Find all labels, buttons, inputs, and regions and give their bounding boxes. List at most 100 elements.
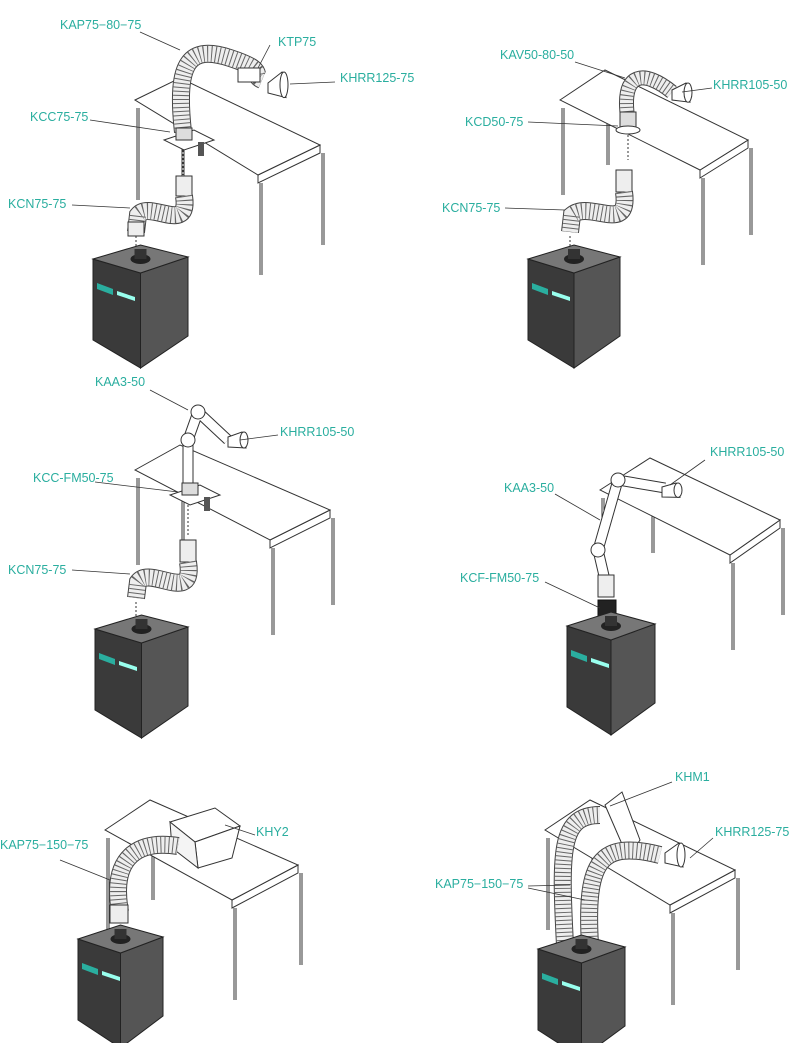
collector-port-neck [134,249,147,259]
collector-logo [97,283,113,295]
leader-line [59,859,111,881]
connector-flange [615,125,641,135]
label-khrr125-75: KHRR125-75 [340,71,415,85]
collector-side [573,256,621,369]
tee-pipe [237,67,261,83]
label-kap75-150-75: KAP75−150−75 [0,838,89,852]
leader-line [89,119,171,133]
leader-line [527,121,619,127]
hose-ribs [554,807,601,946]
pipe-stub [597,574,615,598]
collector-port-neck [568,249,580,259]
collector-logo [532,283,548,295]
collector-logo [99,653,115,665]
leader-line [149,389,189,411]
collector-display [102,971,120,981]
pipe-stub [615,169,633,193]
collector-side [141,626,189,739]
collector-display [552,291,570,301]
collector-display [117,291,135,301]
leader-line [574,61,626,79]
label-kap75-150-75: KAP75−150−75 [435,877,524,891]
arm-joint [610,472,626,488]
hood-rim [279,71,289,99]
pipe-stub [175,175,193,197]
collector-logo [542,973,558,985]
leader-line [71,204,131,209]
leader-line [289,81,336,85]
pipe-stub [127,221,145,237]
leader-line [609,781,673,807]
leader-line [224,824,256,836]
collector-port-neck [575,939,588,949]
collector-display [562,981,580,991]
collector-side [610,623,656,736]
pipe-stub [109,904,129,924]
collector-display [591,658,609,668]
label-kcn75-75: KCN75-75 [442,201,501,215]
label-khm1: KHM1 [675,770,710,784]
collector-logo [82,963,98,975]
pipe-stub [179,539,197,563]
leader-line [669,459,706,486]
leader-line [527,887,586,901]
leader-line [527,884,571,887]
label-kcf-fm50-75: KCF-FM50-75 [460,571,540,585]
arm-tube [183,407,232,490]
collector-display [119,661,137,671]
leader-line [94,481,179,493]
label-kcd50-75: KCD50-75 [465,115,524,129]
collector-front [77,938,121,1043]
clamp-collar [181,482,199,496]
leader-line [71,569,131,575]
collector-logo [571,650,587,662]
label-kav50-80-50: KAV50-80-50 [500,48,575,62]
hood-rim [676,842,686,868]
leader-line [681,87,713,93]
label-khrr105-50: KHRR105-50 [713,78,788,92]
label-kap75-80-75: KAP75−80−75 [60,18,142,32]
label-khrr105-50: KHRR105-50 [710,445,785,459]
hose-body [128,194,193,233]
arm-tube [593,475,666,582]
collector-port-neck [605,616,617,626]
label-khrr125-75: KHRR125-75 [715,825,790,839]
leader-line [257,44,271,69]
collector-port-neck [135,619,148,629]
collector-front [92,258,141,369]
collector-front [566,625,612,736]
clamp-collar [175,127,193,141]
leader-line [544,581,601,609]
arm-joint [190,404,206,420]
label-kcn75-75: KCN75-75 [8,197,67,211]
collector-front [94,628,142,739]
label-khy2: KHY2 [256,825,289,839]
label-kcc-fm50-75: KCC-FM50-75 [33,471,114,485]
label-kaa3-50: KAA3-50 [504,481,555,495]
leader-line [239,434,279,441]
hose-ribs [581,842,662,946]
table-top [559,69,750,171]
label-khrr105-50: KHRR105-50 [280,425,355,439]
leader-line [504,207,566,211]
leader-line [554,493,601,521]
hood-rim [673,482,683,498]
collector-front [537,948,582,1043]
clamp-screw [204,497,210,511]
hose-ribs [562,190,633,233]
hose-ribs [620,71,677,122]
clamp-screw [198,142,204,156]
collector-side [120,936,164,1043]
hose-ribs [110,836,180,914]
label-kaa3-50: KAA3-50 [95,375,146,389]
label-kcc75-75: KCC75-75 [30,110,89,124]
collector-port-neck [114,929,127,939]
label-kcn75-75: KCN75-75 [8,563,67,577]
label-ktp75: KTP75 [278,35,317,49]
leader-line [689,837,714,859]
arm-joint [590,542,606,558]
collector-side [581,946,626,1043]
collector-front [527,258,575,369]
